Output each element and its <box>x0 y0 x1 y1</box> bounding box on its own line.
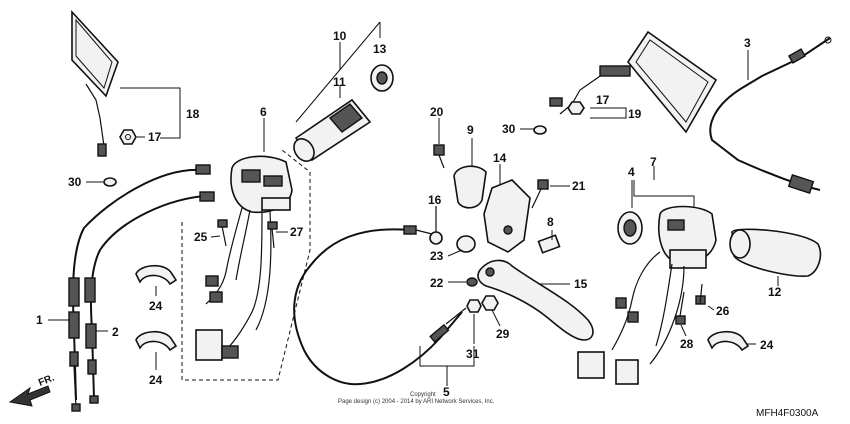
left-mirror[interactable] <box>71 9 119 157</box>
callout-17-right: 17 <box>596 93 610 107</box>
clutch-lever-15[interactable] <box>477 259 594 341</box>
throttle-cable-1[interactable] <box>68 164 211 412</box>
callout-5: 5 <box>443 385 450 399</box>
throttle-grip[interactable] <box>290 98 372 165</box>
callout-17-left: 17 <box>148 130 162 144</box>
callout-24-right: 24 <box>760 338 774 352</box>
callout-30-right: 30 <box>502 122 516 136</box>
leader-23 <box>447 249 463 257</box>
callout-31: 31 <box>466 347 480 361</box>
callout-29: 29 <box>496 327 510 341</box>
callout-22: 22 <box>430 276 444 290</box>
callout-30-left: 30 <box>68 175 82 189</box>
callout-12: 12 <box>768 285 782 299</box>
bolt-22[interactable] <box>466 277 478 287</box>
leader-18 <box>120 87 181 139</box>
callout-26: 26 <box>716 304 730 318</box>
grip-collar-4[interactable] <box>617 211 643 245</box>
wire-clip-left-lower[interactable] <box>135 330 178 352</box>
throttle-cable-2[interactable] <box>84 191 215 404</box>
nut-23[interactable] <box>456 235 476 253</box>
front-direction-label: FR. <box>37 372 56 388</box>
left-mirror-nut[interactable] <box>119 129 137 145</box>
right-mirror[interactable] <box>549 30 718 134</box>
callout-24-left-upper: 24 <box>149 299 163 313</box>
leader-29 <box>491 309 501 327</box>
bolt-20[interactable] <box>433 144 445 169</box>
pivot-8[interactable] <box>537 234 561 254</box>
copyright-title: Copyright <box>410 392 436 398</box>
right-washer-nut[interactable] <box>533 125 547 135</box>
callout-3: 3 <box>744 36 751 50</box>
callout-14: 14 <box>493 151 507 165</box>
bolt-21[interactable] <box>531 179 549 209</box>
screw-28[interactable] <box>675 291 686 325</box>
diagram-code: MFH4F0300A <box>756 408 819 419</box>
left-washer-nut[interactable] <box>103 177 117 187</box>
callout-11: 11 <box>333 75 346 89</box>
wire-clip-left-upper[interactable] <box>135 264 178 286</box>
callout-2: 2 <box>112 325 119 339</box>
holder-9[interactable] <box>453 165 487 209</box>
clutch-cable[interactable] <box>293 225 467 386</box>
callout-28: 28 <box>680 337 694 351</box>
leader-25 <box>210 235 221 238</box>
leader-28 <box>680 324 687 337</box>
callout-4: 4 <box>628 165 635 179</box>
switch-group-outline <box>181 149 311 381</box>
callout-1: 1 <box>36 313 43 327</box>
adjuster-16[interactable] <box>429 206 443 245</box>
copyright-text: Page design (c) 2004 - 2014 by ARI Netwo… <box>338 399 495 405</box>
callout-16: 16 <box>428 193 442 207</box>
nut-29[interactable] <box>481 295 499 311</box>
leader-19-frame <box>590 107 627 119</box>
callout-9: 9 <box>467 123 474 137</box>
callout-6: 6 <box>260 105 267 119</box>
leader-7-frame <box>633 180 695 210</box>
callout-8: 8 <box>547 215 554 229</box>
callout-24-left-lower: 24 <box>149 373 163 387</box>
leader-10-frame <box>295 21 381 123</box>
callout-23: 23 <box>430 249 444 263</box>
callout-20: 20 <box>430 105 444 119</box>
wire-clip-right[interactable] <box>707 330 750 352</box>
callout-10: 10 <box>333 29 347 43</box>
right-mirror-nut[interactable] <box>567 101 585 115</box>
lever-bracket-14[interactable] <box>483 179 531 253</box>
callout-18: 18 <box>186 107 200 121</box>
grip-end-cap-13[interactable] <box>370 64 394 92</box>
callout-27: 27 <box>290 225 304 239</box>
front-direction-arrow <box>8 385 51 407</box>
washer-31[interactable] <box>466 299 482 313</box>
screw-25[interactable] <box>217 219 228 247</box>
right-handlebar-switch[interactable] <box>577 205 717 385</box>
choke-cable[interactable] <box>709 36 832 194</box>
callout-25: 25 <box>194 230 208 244</box>
leader-26 <box>707 305 715 311</box>
left-grip-12[interactable] <box>729 228 822 277</box>
callout-21: 21 <box>572 179 586 193</box>
callout-7: 7 <box>650 155 657 169</box>
callout-15: 15 <box>574 277 588 291</box>
callout-19: 19 <box>628 107 642 121</box>
screw-27[interactable] <box>267 221 278 249</box>
left-handlebar-switch[interactable] <box>195 155 293 361</box>
screw-26[interactable] <box>695 283 706 305</box>
callout-13: 13 <box>373 42 387 56</box>
